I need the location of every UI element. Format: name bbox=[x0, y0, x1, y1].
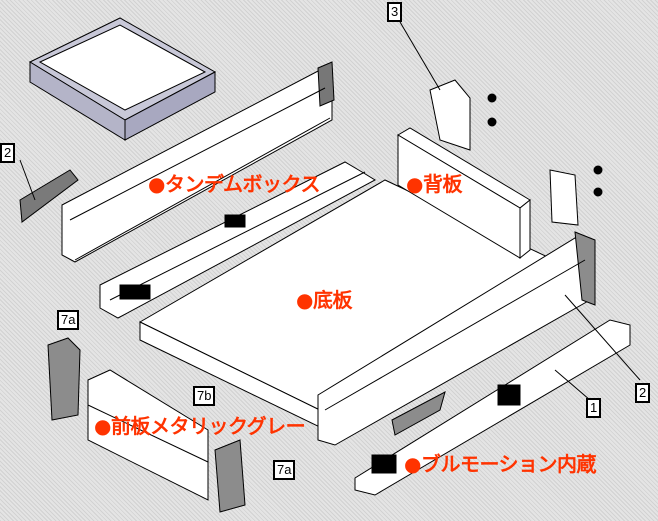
right-cover-cap bbox=[391, 391, 446, 436]
right-runner bbox=[354, 319, 631, 496]
front-fixing-bracket-left bbox=[47, 337, 81, 421]
screw bbox=[593, 165, 603, 175]
screw bbox=[593, 187, 603, 197]
left-runner bbox=[99, 161, 377, 319]
left-cover-cap bbox=[19, 169, 79, 223]
part-number-7a-left: 7a bbox=[57, 310, 80, 330]
part-number-7b: 7b bbox=[193, 386, 216, 406]
callout-bottom-panel: ●底板 bbox=[296, 288, 352, 312]
back-panel bbox=[397, 127, 531, 260]
assembled-drawer-thumbnail bbox=[28, 17, 217, 141]
screw bbox=[487, 93, 497, 103]
right-side-panel bbox=[317, 231, 596, 446]
part-number-7a-bottom: 7a bbox=[273, 460, 296, 480]
part-number-1: 1 bbox=[586, 398, 602, 418]
screw bbox=[487, 117, 497, 127]
part-number-3: 3 bbox=[387, 2, 403, 22]
callout-tandembox: ●タンデムボックス bbox=[148, 172, 320, 196]
front-panel bbox=[87, 369, 209, 501]
part-number-2-left: 2 bbox=[0, 143, 16, 163]
left-side-panel bbox=[61, 61, 335, 263]
back-bracket bbox=[549, 169, 579, 226]
callout-blumotion: ●ブルモーション内蔵 bbox=[404, 452, 597, 476]
callout-back-panel: ●背板 bbox=[406, 172, 462, 196]
back-bracket bbox=[429, 79, 471, 151]
callout-front-panel: ●前板メタリックグレー bbox=[94, 414, 306, 438]
part-number-2-right: 2 bbox=[635, 383, 651, 403]
front-fixing-bracket-bottom bbox=[214, 439, 246, 513]
